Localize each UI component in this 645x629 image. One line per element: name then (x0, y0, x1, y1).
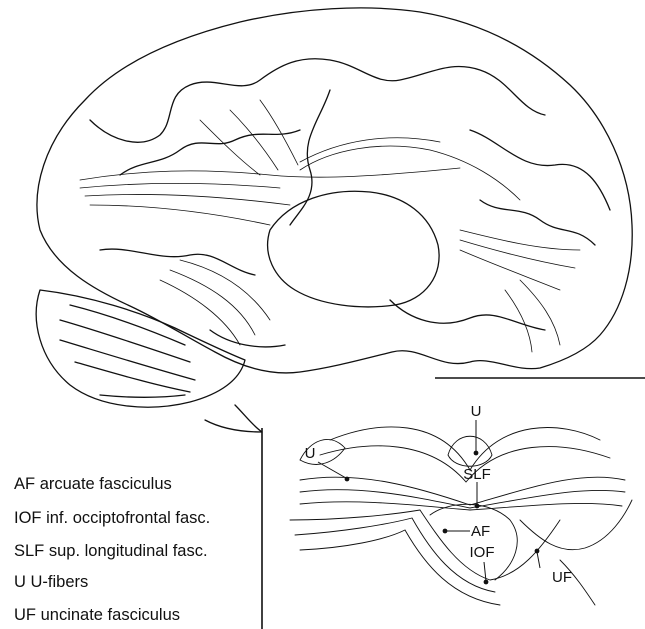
legend-abbr: UF (14, 606, 36, 624)
inset-label-iof: IOF (470, 544, 495, 561)
inset-fiber-schematic (290, 427, 632, 605)
insula-outline (268, 191, 439, 307)
legend-text: inf. occiptofrontal fasc. (46, 509, 210, 527)
legend-text: uncinate fasciculus (41, 606, 180, 624)
inset-label-uf: UF (552, 569, 572, 586)
inset-label-slf: SLF (463, 466, 491, 483)
inset-label-leaders (318, 420, 540, 581)
brain-illustration (36, 8, 632, 432)
legend-item-uf: UF uncinate fasciculus (14, 607, 180, 624)
legend-text: sup. longitudinal fasc. (49, 542, 208, 560)
legend-abbr: SLF (14, 542, 44, 560)
cerebellum-folia (60, 305, 195, 397)
brainstem-outline (205, 405, 262, 432)
cerebrum-outline (37, 8, 632, 373)
inset-label-af: AF (471, 523, 490, 540)
cerebellum-outline (36, 290, 245, 407)
legend-item-u: U U-fibers (14, 574, 88, 591)
legend-text: U-fibers (31, 573, 89, 591)
legend-item-af: AF arcuate fasciculus (14, 476, 172, 493)
legend-item-iof: IOF inf. occiptofrontal fasc. (14, 510, 210, 527)
inset-label-u-top: U (471, 403, 482, 420)
gyri (90, 59, 610, 347)
legend-abbr: AF (14, 475, 35, 493)
legend-text: arcuate fasciculus (40, 475, 172, 493)
legend-item-slf: SLF sup. longitudinal fasc. (14, 543, 208, 560)
inset-label-u-left: U (305, 445, 316, 462)
legend-abbr: U (14, 573, 26, 591)
legend-abbr: IOF (14, 509, 42, 527)
